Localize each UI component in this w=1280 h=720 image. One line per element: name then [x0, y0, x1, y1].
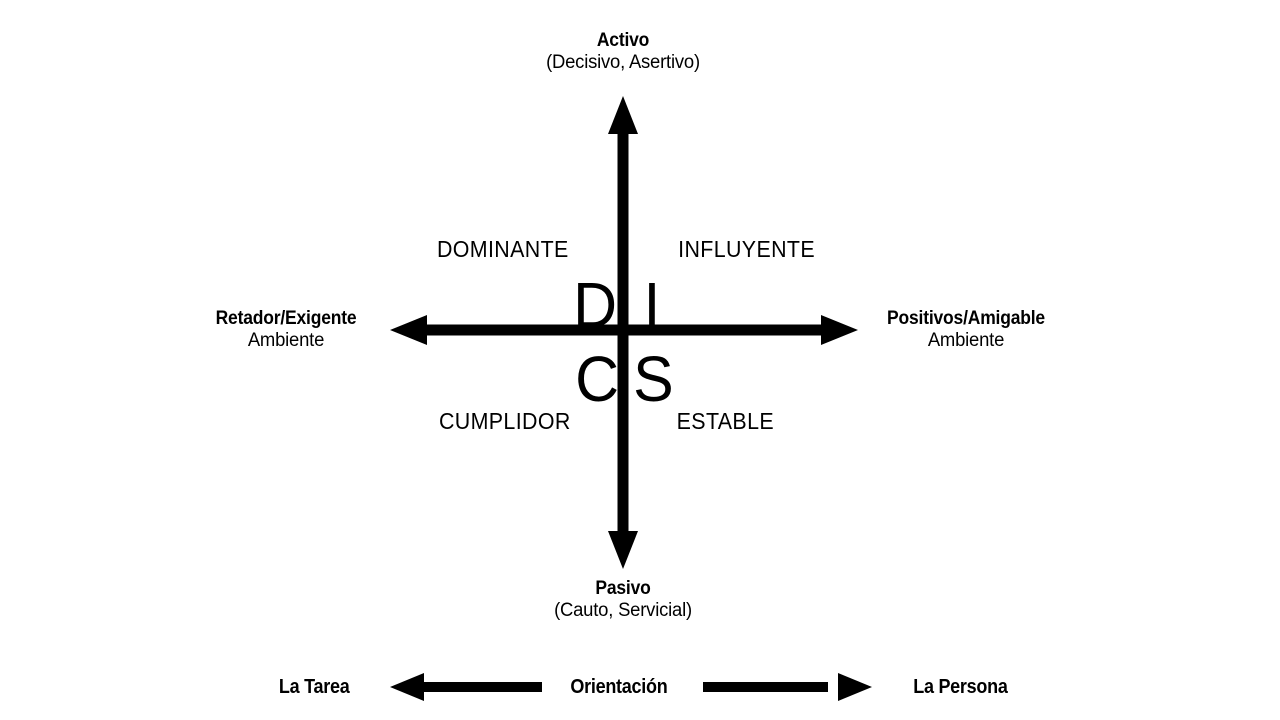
axis-pole-top: Activo (Decisivo, Asertivo) [473, 30, 773, 75]
axis-pole-right-main: Positivos/Amigable [887, 308, 1045, 329]
vertical-axis-up-arrow [608, 96, 638, 332]
axis-pole-top-sub: (Decisivo, Asertivo) [546, 52, 700, 74]
legend-left-arrow [390, 673, 542, 701]
legend-label-left: La Tarea [278, 676, 350, 698]
legend-label-right: La Persona [913, 676, 1008, 698]
axis-pole-left: Retador/Exigente Ambiente [180, 308, 392, 353]
quadrant-label-cumplidor: CUMPLIDOR [438, 408, 571, 434]
axis-pole-bottom: Pasivo (Cauto, Servicial) [473, 578, 773, 623]
vertical-axis-down-arrow [608, 330, 638, 569]
quadrant-letter-i: I [643, 269, 661, 341]
horizontal-axis-left-arrow [390, 315, 625, 345]
axis-pole-left-sub: Ambiente [247, 330, 325, 352]
legend-right-arrow [703, 673, 872, 701]
axis-pole-bottom-sub: (Cauto, Servicial) [554, 600, 692, 622]
legend-label-center: Orientación [570, 676, 668, 698]
axis-pole-left-main: Retador/Exigente [215, 308, 357, 329]
quadrant-letter-s: S [633, 343, 674, 415]
quadrant-label-influyente: INFLUYENTE [678, 236, 815, 262]
quadrant-letter-c: C [575, 343, 620, 415]
axis-pole-right-sub: Ambiente [927, 330, 1005, 352]
quadrant-label-estable: ESTABLE [676, 408, 774, 434]
quadrant-letter-d: D [573, 269, 618, 341]
axis-pole-right: Positivos/Amigable Ambiente [860, 308, 1072, 353]
horizontal-axis-right-arrow [623, 315, 858, 345]
quadrant-label-dominante: DOMINANTE [436, 236, 569, 262]
axis-pole-bottom-main: Pasivo [595, 578, 651, 599]
axis-pole-top-main: Activo [596, 30, 650, 51]
